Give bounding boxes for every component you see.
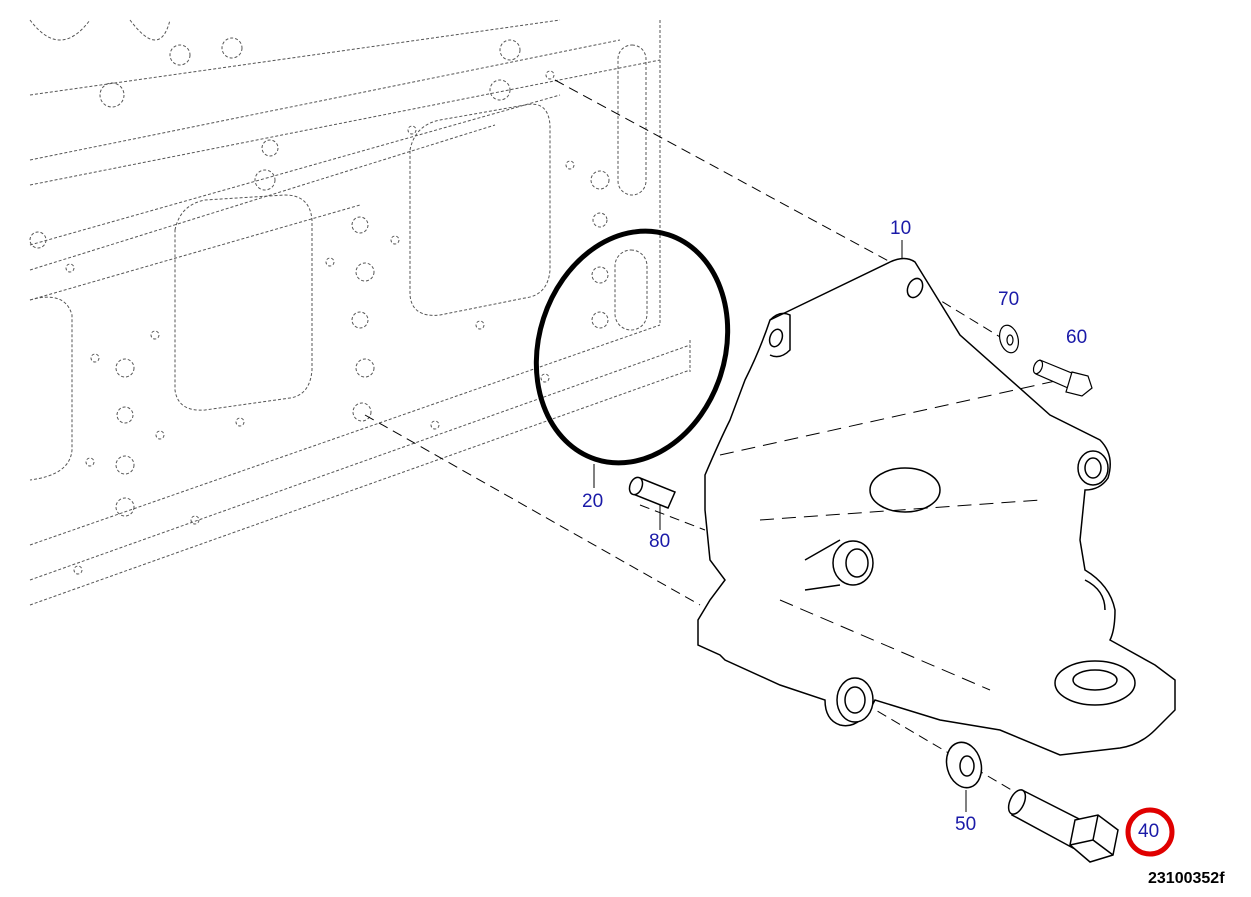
washer-70 bbox=[998, 324, 1020, 354]
washer-50 bbox=[945, 741, 983, 789]
callout-20[interactable]: 20 bbox=[582, 491, 604, 512]
engine-block-outline bbox=[29, 19, 691, 606]
callout-60[interactable]: 60 bbox=[1066, 327, 1088, 348]
block-bolt-holes bbox=[29, 37, 610, 575]
dowel-pin bbox=[628, 476, 676, 509]
o-ring-seal bbox=[533, 228, 731, 466]
callout-70[interactable]: 70 bbox=[998, 289, 1020, 310]
drawing-reference-number: 23100352f bbox=[1148, 870, 1225, 887]
callout-80[interactable]: 80 bbox=[649, 531, 671, 552]
callout-10[interactable]: 10 bbox=[890, 218, 912, 239]
callout-leaders bbox=[593, 240, 967, 812]
bolt-40 bbox=[1007, 788, 1119, 863]
callout-40[interactable]: 40 bbox=[1138, 821, 1160, 842]
bolt-60 bbox=[1032, 359, 1093, 397]
highlight-ring bbox=[1125, 807, 1175, 857]
housing-part bbox=[697, 257, 1176, 756]
callout-50[interactable]: 50 bbox=[955, 814, 977, 835]
